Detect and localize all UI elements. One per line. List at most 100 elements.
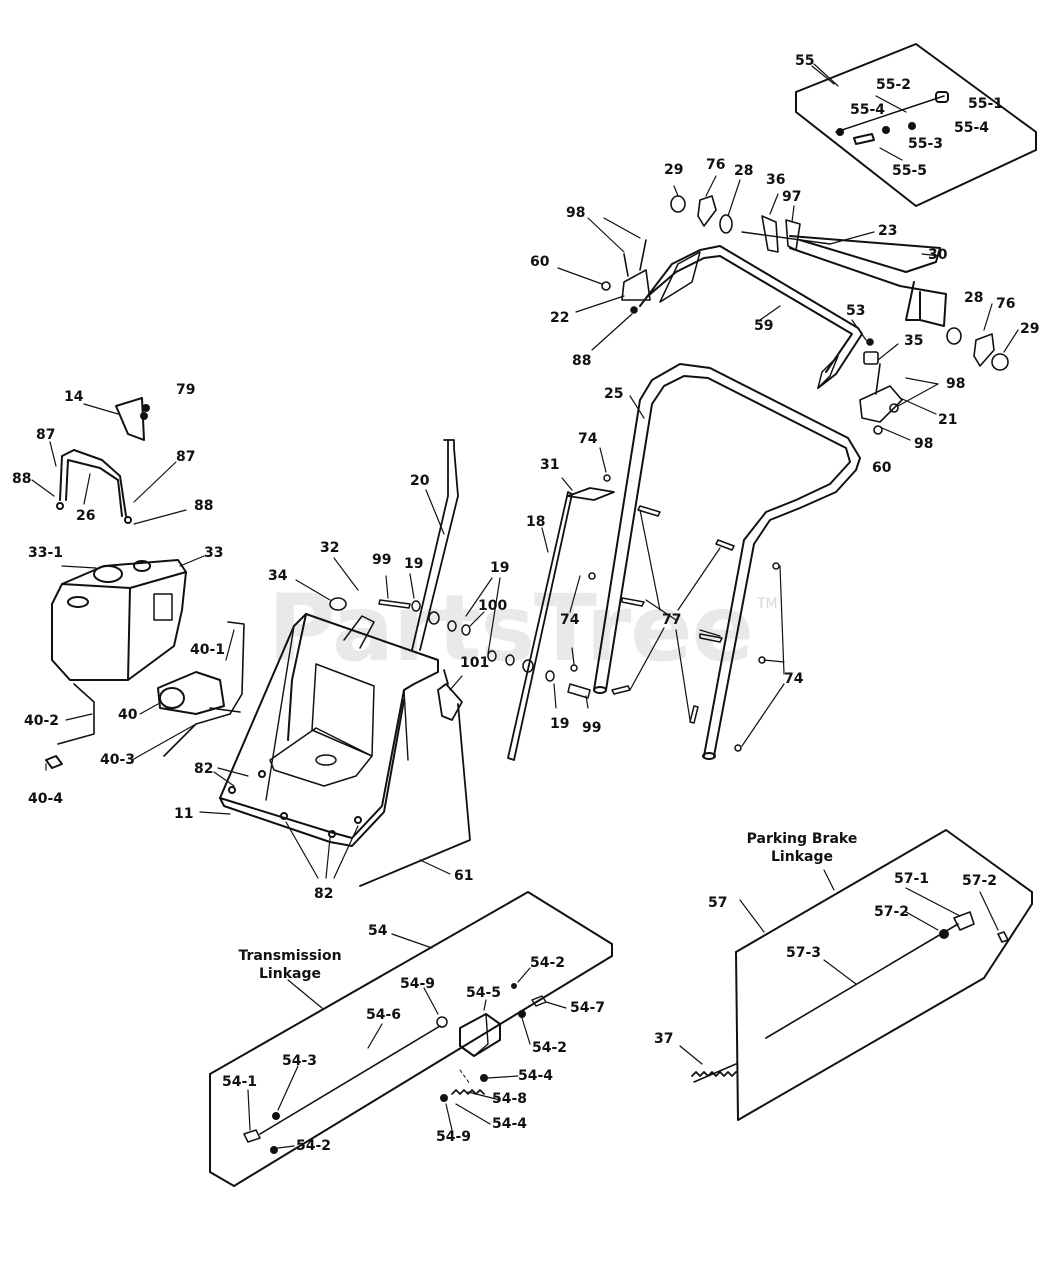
callout-54-8: 54-8 <box>492 1091 528 1107</box>
callout-22: 22 <box>550 310 570 326</box>
callout-76: 76 <box>706 157 726 173</box>
callout-74b: 74 <box>560 612 580 628</box>
callout-23: 23 <box>878 223 898 239</box>
callout-19c: 19 <box>550 716 570 732</box>
starter-motor-40 <box>157 621 245 757</box>
frame-11 <box>219 597 439 847</box>
upper-handle-59 <box>639 245 863 389</box>
callout-28b: 28 <box>964 290 984 306</box>
callout-87b: 87 <box>176 449 196 465</box>
callout-57: 57 <box>708 895 728 911</box>
callout-55-4b: 55-4 <box>954 120 990 136</box>
callout-98c: 98 <box>914 436 934 452</box>
inset-box-55 <box>795 43 1037 207</box>
callout-99b: 99 <box>582 720 602 736</box>
callout-79: 79 <box>176 382 196 398</box>
callout-40-4: 40-4 <box>28 791 64 807</box>
callout-14: 14 <box>64 389 84 405</box>
callout-82b: 82 <box>314 886 334 902</box>
callout-60b: 60 <box>872 460 892 476</box>
callout-29b: 29 <box>1020 321 1040 337</box>
callout-101: 101 <box>460 655 490 671</box>
callout-57-3: 57-3 <box>786 945 822 961</box>
callout-54-4b: 54-4 <box>492 1116 528 1132</box>
callout-33: 33 <box>204 545 224 561</box>
callout-54-5: 54-5 <box>466 985 502 1001</box>
callout-74: 74 <box>578 431 598 447</box>
caption-line: Transmission <box>238 948 342 964</box>
callout-57-2b: 57-2 <box>874 904 910 920</box>
callout-59: 59 <box>754 318 774 334</box>
callout-54-1: 54-1 <box>222 1074 258 1090</box>
right-bracket-parts <box>859 327 1009 435</box>
callout-54-2: 54-2 <box>530 955 566 971</box>
inset-box-57 <box>735 829 1033 1121</box>
callout-54-7: 54-7 <box>570 1000 606 1016</box>
callout-76b: 76 <box>996 296 1016 312</box>
callout-26: 26 <box>76 508 96 524</box>
transmission-linkage-caption: Transmission Linkage <box>238 947 342 983</box>
callout-88c: 88 <box>194 498 214 514</box>
callout-29: 29 <box>664 162 684 178</box>
cable-rod-20-61 <box>359 439 471 887</box>
callout-57-2: 57-2 <box>962 873 998 889</box>
callout-55-3: 55-3 <box>908 136 944 152</box>
callout-35: 35 <box>904 333 924 349</box>
callout-54-3: 54-3 <box>282 1053 318 1069</box>
control-bar-23-30 <box>741 231 947 327</box>
callout-98: 98 <box>566 205 586 221</box>
callout-40-2: 40-2 <box>24 713 60 729</box>
callout-40-3: 40-3 <box>100 752 136 768</box>
callout-11: 11 <box>174 806 194 822</box>
parking-brake-linkage-caption: Parking Brake Linkage <box>742 830 862 866</box>
callout-82: 82 <box>194 761 214 777</box>
callout-28: 28 <box>734 163 754 179</box>
callout-54-9: 54-9 <box>400 976 436 992</box>
callout-98b: 98 <box>946 376 966 392</box>
watermark-trademark: TM <box>757 596 778 612</box>
callout-40-1: 40-1 <box>190 642 226 658</box>
callout-100: 100 <box>478 598 508 614</box>
callout-53: 53 <box>846 303 866 319</box>
spacers-bushings <box>378 599 591 699</box>
spring-37 <box>679 1045 737 1083</box>
tank-bracket-26 <box>56 397 150 524</box>
callout-30: 30 <box>928 247 948 263</box>
callout-21: 21 <box>938 412 958 428</box>
inset-box-54 <box>209 891 613 1187</box>
callout-55-4: 55-4 <box>850 102 886 118</box>
callout-60: 60 <box>530 254 550 270</box>
main-handle-25 <box>593 363 861 760</box>
shift-rod-18 <box>507 487 615 761</box>
callout-54-9b: 54-9 <box>436 1129 472 1145</box>
callout-20: 20 <box>410 473 430 489</box>
callout-54-2b: 54-2 <box>532 1040 568 1056</box>
caption-line: Parking Brake <box>746 831 858 847</box>
callout-40: 40 <box>118 707 138 723</box>
callout-87: 87 <box>36 427 56 443</box>
caption-line: Linkage <box>259 966 321 982</box>
callout-54-6: 54-6 <box>366 1007 402 1023</box>
caption-line: Linkage <box>771 849 833 865</box>
callout-57-1: 57-1 <box>894 871 930 887</box>
callout-55-1: 55-1 <box>968 96 1004 112</box>
callout-88b: 88 <box>12 471 32 487</box>
callout-33-1: 33-1 <box>28 545 64 561</box>
callout-99: 99 <box>372 552 392 568</box>
callout-19b: 19 <box>490 560 510 576</box>
callout-77: 77 <box>662 612 682 628</box>
callout-55: 55 <box>795 53 815 69</box>
left-bracket-parts <box>601 195 801 314</box>
callout-36: 36 <box>766 172 786 188</box>
callout-31: 31 <box>540 457 560 473</box>
callout-54-2c: 54-2 <box>296 1138 332 1154</box>
leader-lines <box>31 63 1019 879</box>
callout-88: 88 <box>572 353 592 369</box>
callout-55-2: 55-2 <box>876 77 912 93</box>
callout-74c: 74 <box>784 671 804 687</box>
callout-18: 18 <box>526 514 546 530</box>
callout-97: 97 <box>782 189 802 205</box>
fuel-tank-33 <box>45 559 187 769</box>
callout-37: 37 <box>654 1031 674 1047</box>
